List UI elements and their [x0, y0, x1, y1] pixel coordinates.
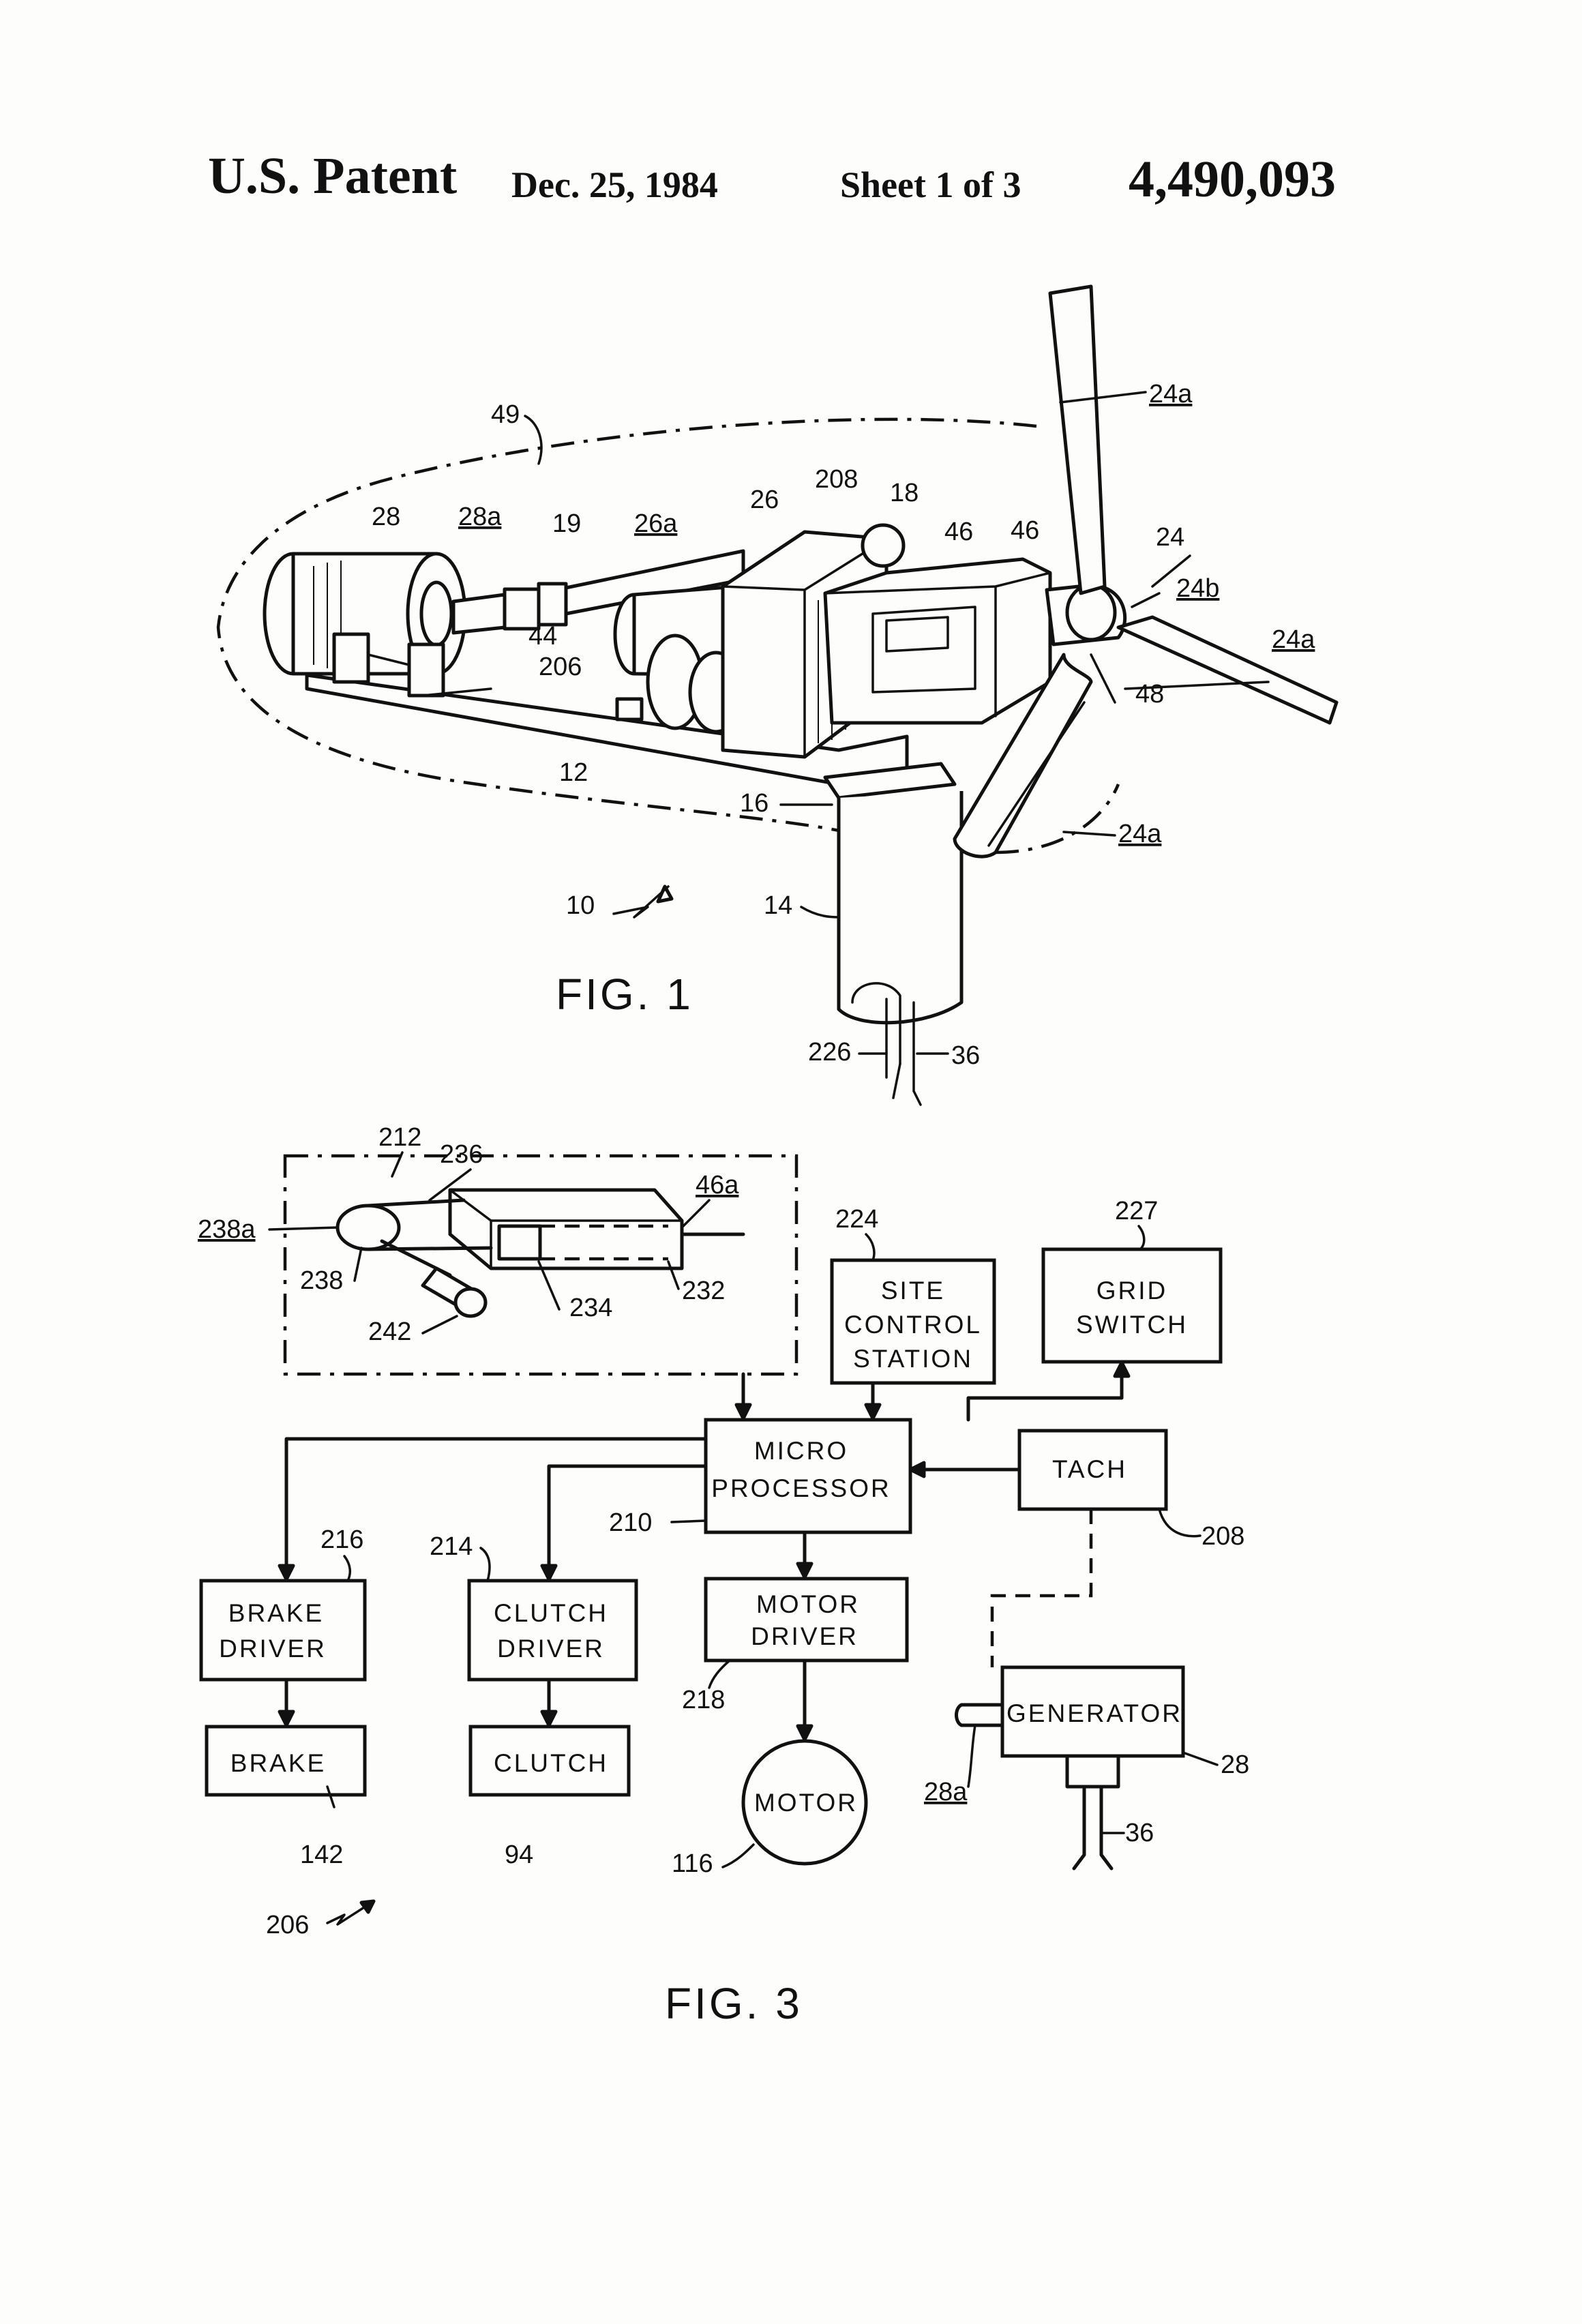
ref-44: 44: [528, 622, 557, 651]
ref-210: 210: [609, 1508, 652, 1537]
site-control-line2: CONTROL: [844, 1311, 982, 1339]
site-control-line1: SITE: [881, 1277, 945, 1305]
ref-208-fig3: 208: [1202, 1522, 1244, 1551]
fig1-wind-turbine: 49 28 28a 19 26a 26 208 18 46 46 24a 24 …: [218, 286, 1337, 1105]
brake-driver-line2: DRIVER: [219, 1635, 327, 1663]
ref-26a: 26a: [634, 509, 678, 538]
ref-226: 226: [808, 1038, 851, 1067]
ref-227: 227: [1115, 1197, 1158, 1225]
ref-28: 28: [372, 503, 400, 531]
ref-14: 14: [764, 891, 792, 920]
ref-208: 208: [815, 465, 858, 494]
site-control-line3: STATION: [853, 1345, 973, 1373]
ref-216: 216: [320, 1525, 363, 1554]
brake-driver-block: [201, 1581, 365, 1680]
ref-94: 94: [505, 1841, 533, 1869]
ref-12: 12: [559, 758, 588, 787]
ref-36-fig3: 36: [1125, 1819, 1154, 1847]
ref-242: 242: [368, 1317, 411, 1346]
ref-49: 49: [491, 400, 520, 429]
ref-234: 234: [569, 1294, 612, 1322]
clutch-label: CLUTCH: [494, 1749, 608, 1777]
ref-28-fig3: 28: [1221, 1751, 1249, 1779]
ref-28a-fig3: 28a: [924, 1778, 968, 1806]
ref-46a-fig3: 46a: [696, 1171, 739, 1200]
ref-206-fig3: 206: [266, 1911, 309, 1939]
generator-label: GENERATOR: [1006, 1699, 1182, 1727]
grid-switch-line1: GRID: [1096, 1277, 1168, 1305]
ref-142: 142: [300, 1841, 343, 1869]
tach-label: TACH: [1052, 1455, 1127, 1483]
fig1-caption: FIG. 1: [556, 970, 693, 1019]
ref-18: 18: [890, 479, 919, 507]
clutch-driver-block: [469, 1581, 636, 1680]
ref-206: 206: [539, 653, 582, 681]
ref-24a-bottom: 24a: [1118, 820, 1162, 848]
ref-24a-top: 24a: [1149, 380, 1193, 408]
clutch-driver-line1: CLUTCH: [494, 1599, 608, 1627]
fig3-caption: FIG. 3: [665, 1979, 803, 2028]
microprocessor-line1: MICRO: [754, 1437, 848, 1465]
ref-46-left: 46: [944, 518, 973, 546]
motor-label: MOTOR: [754, 1789, 858, 1817]
ref-24b: 24b: [1176, 574, 1219, 603]
grid-switch-line2: SWITCH: [1076, 1311, 1188, 1339]
ref-46-right: 46: [1011, 516, 1039, 545]
ref-24a-right: 24a: [1272, 625, 1315, 654]
brake-driver-line1: BRAKE: [228, 1599, 324, 1627]
ref-26: 26: [750, 486, 779, 514]
microprocessor-line2: PROCESSOR: [711, 1474, 891, 1502]
grid-switch-block: [1043, 1249, 1221, 1362]
ref-28a: 28a: [458, 503, 502, 531]
blade-top: [1050, 286, 1105, 593]
fig3-control-diagram: 212 236 46a 238a 238 234 232 242 224 SIT…: [198, 1123, 1249, 2028]
clutch-driver-line2: DRIVER: [497, 1635, 605, 1663]
ref-212: 212: [378, 1123, 421, 1152]
ref-218: 218: [682, 1686, 725, 1714]
ref-116: 116: [672, 1849, 713, 1878]
ref-24: 24: [1156, 523, 1184, 552]
ref-16: 16: [740, 789, 768, 818]
ref-232: 232: [682, 1277, 725, 1305]
ref-214: 214: [430, 1532, 473, 1561]
ref-236: 236: [440, 1140, 483, 1169]
motor-driver-line2: DRIVER: [751, 1622, 859, 1650]
ref-36-fig1: 36: [951, 1041, 980, 1070]
ref-238a: 238a: [198, 1215, 256, 1244]
brake-label: BRAKE: [230, 1749, 326, 1777]
ref-48: 48: [1135, 680, 1164, 709]
ref-238: 238: [300, 1266, 343, 1295]
ref-224: 224: [835, 1205, 878, 1234]
motor-driver-line1: MOTOR: [756, 1590, 860, 1618]
ref-19: 19: [552, 509, 581, 538]
ref-10: 10: [566, 891, 595, 920]
